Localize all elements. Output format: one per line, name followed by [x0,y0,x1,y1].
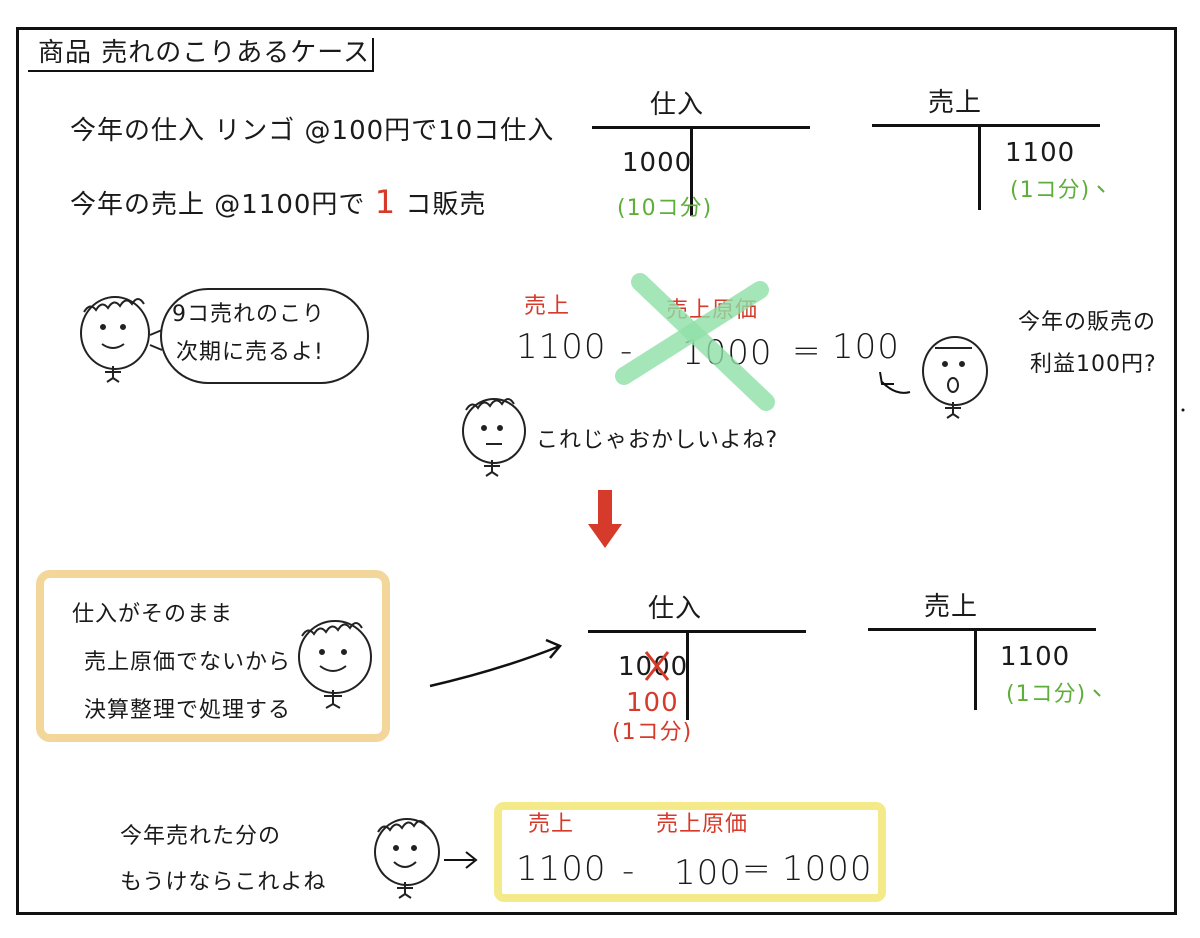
bottom-sales-note: (1コ分) [1006,682,1087,707]
top-sales-note: (1コ分) [1010,178,1091,203]
top-purchase-bar [592,126,810,129]
down-arrow-shaft [598,490,612,526]
bubble-left-line-1: 9コ売れのこり [172,302,325,327]
bottom-purchase-label: 仕入 [648,594,703,624]
eq1-sales-label: 売上 [524,294,571,319]
bottom-sales-stem [974,628,977,710]
page-frame [16,27,1177,915]
orange-note-line-2: 売上原価でないから [84,650,292,675]
title-right-border [372,38,374,72]
eq2-cogs-label: 売上原価 [656,812,749,837]
bottom-purchase-bar [588,630,806,633]
page-title: 商品 売れのこりあるケース [38,38,370,68]
arrow-to-account [429,644,561,688]
top-sales-amount: 1100 [1005,138,1076,168]
bottom-sales-bar [868,628,1096,631]
eq2-sales-label: 売上 [528,812,575,837]
yellow-result-box [494,802,886,902]
doubt-text: これじゃおかしいよね? [536,428,779,453]
intro-line-2-qty: 1 [374,183,397,221]
right-note-line-1: 今年の販売の [1018,310,1157,335]
bottom-purchase-stem [686,630,689,720]
top-purchase-stem [690,126,693,216]
orange-note-line-3: 決算整理で処理する [84,698,292,723]
eq1-minus: - [620,331,634,371]
character-face-left [80,296,150,370]
top-sales-bar [872,124,1100,127]
eq2-sales-value: 1100 [516,849,607,889]
intro-line-1: 今年の仕入 リンゴ @100円で10コ仕入 [70,116,555,146]
eq2-result: 1000 [782,849,873,889]
speech-bubble-left [160,288,369,384]
top-purchase-amount: 1000 [622,148,693,178]
bottom-sales-label: 売上 [924,592,979,622]
bottom-left-line-1: 今年売れた分の [120,824,282,849]
arrow-to-result-head [879,371,894,385]
arrow-to-account-head [545,638,563,659]
strike-cross-2 [631,273,775,411]
eq1-equals: = [792,331,822,371]
top-purchase-note: (10コ分) [617,196,713,221]
eq2-cogs-value: 100 [674,853,742,893]
orange-note-box [36,570,390,742]
down-arrow-head [588,524,622,548]
bottom-left-line-2: もうけならこれよね [120,870,327,895]
bottom-purchase-new-amount: 100 [626,688,679,718]
bottom-purchase-note: (1コ分) [612,720,693,745]
tick-bottom [1093,689,1101,697]
character-face-doubt [462,398,526,464]
intro-line-2: 今年の売上 @1100円で 1 コ販売 [70,186,486,218]
character-face-orange [298,620,372,694]
strike-old-amount-2 [644,651,670,681]
eq2-minus: - [622,851,636,891]
eq1-result: 100 [832,327,900,367]
title-underline [28,70,373,72]
top-sales-stem [978,124,981,210]
intro-line-2-prefix: 今年の売上 @1100円で [70,190,366,220]
arrow-to-equation-head [465,851,478,869]
top-sales-label: 売上 [928,88,983,118]
tick-top [1097,185,1105,193]
eq1-sales-value: 1100 [516,327,607,367]
bottom-sales-amount: 1100 [1000,642,1071,672]
right-note-line-2: 利益100円? [1030,352,1157,377]
character-face-bottom [374,818,440,886]
bubble-left-line-2: 次期に売るよ! [176,340,324,365]
eq2-equals: = [742,849,772,889]
top-purchase-label: 仕入 [650,90,705,120]
intro-line-2-suffix: コ販売 [405,190,487,220]
orange-note-line-1: 仕入がそのまま [72,602,234,627]
